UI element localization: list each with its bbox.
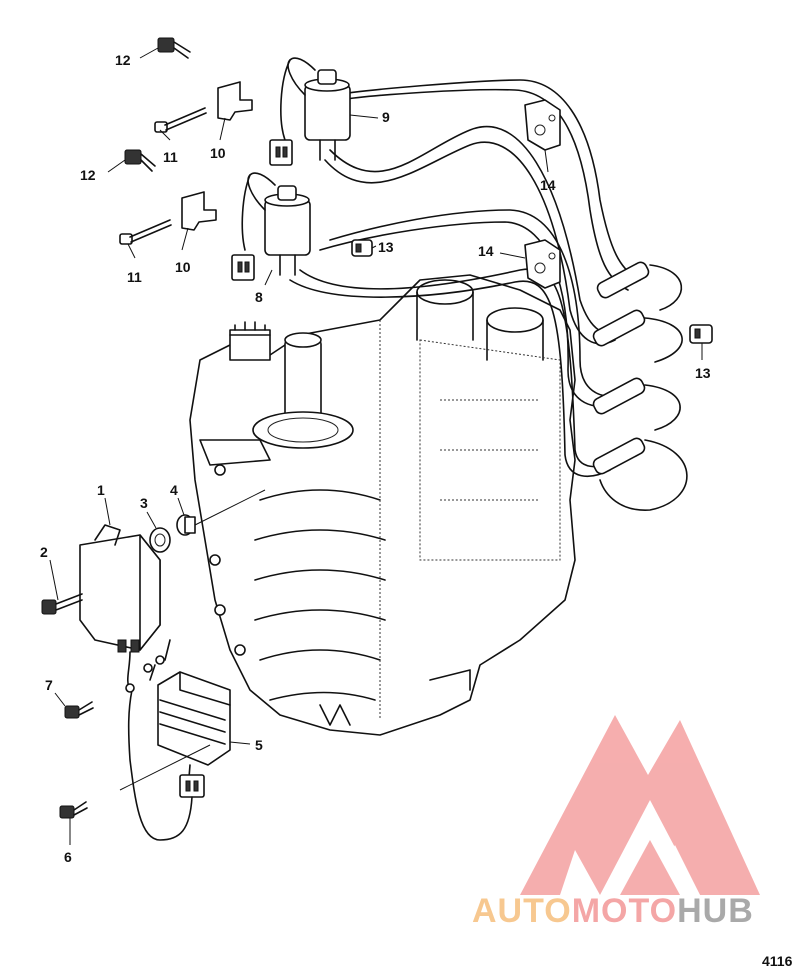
callout-3: 3	[140, 495, 148, 511]
callout-14-lower: 14	[478, 243, 494, 259]
clip-13-upper	[351, 239, 373, 257]
callout-8: 8	[255, 289, 263, 305]
bolt-12-upper	[157, 37, 191, 59]
callout-12-lower: 12	[80, 167, 96, 183]
bolt-6	[59, 801, 88, 819]
callout-13-right: 13	[695, 365, 711, 381]
cable-tie-lower	[119, 219, 172, 245]
bolt-12-lower	[124, 149, 156, 172]
callout-6: 6	[64, 849, 72, 865]
callout-14-upper: 14	[540, 177, 556, 193]
callout-10-lower: 10	[175, 259, 191, 275]
clip-13-right	[689, 324, 713, 344]
callout-13-upper: 13	[378, 239, 394, 255]
voltage-regulator	[125, 639, 231, 841]
bracket-lower	[181, 191, 217, 231]
watermark-hub: HUB	[677, 892, 754, 930]
callout-10-upper: 10	[210, 145, 226, 161]
engine-block	[189, 274, 576, 736]
bracket-upper	[217, 81, 253, 121]
sleeve-4	[176, 514, 196, 536]
callout-11-upper: 11	[163, 149, 178, 165]
bolt-7	[64, 701, 94, 719]
callout-7: 7	[45, 677, 53, 693]
callout-4: 4	[170, 482, 178, 498]
callout-labels: 12 12 11 11 10 10 9 8 13 13 14 14 1 2 3 …	[40, 47, 711, 865]
callout-2: 2	[40, 544, 48, 560]
callout-5: 5	[255, 737, 263, 753]
watermark-auto: AUTO	[472, 892, 572, 930]
plate-14-upper	[524, 99, 561, 151]
plate-14-lower	[524, 239, 561, 289]
callout-12-upper: 12	[115, 52, 131, 68]
ignition-coil-lower	[231, 172, 311, 281]
ignition-coil-upper	[269, 57, 351, 166]
callout-11-lower: 11	[127, 269, 142, 285]
watermark-text: AUTOMOTOHUB	[472, 892, 754, 930]
cdm-module	[79, 524, 161, 691]
callout-1: 1	[97, 482, 105, 498]
cable-tie-upper	[154, 107, 207, 133]
watermark-moto: MOTO	[572, 892, 677, 930]
grommet-3	[149, 527, 171, 553]
callout-9: 9	[382, 109, 390, 125]
bolt-2	[41, 593, 83, 615]
figure-number: 4116	[762, 953, 793, 969]
watermark-logo	[520, 715, 760, 895]
